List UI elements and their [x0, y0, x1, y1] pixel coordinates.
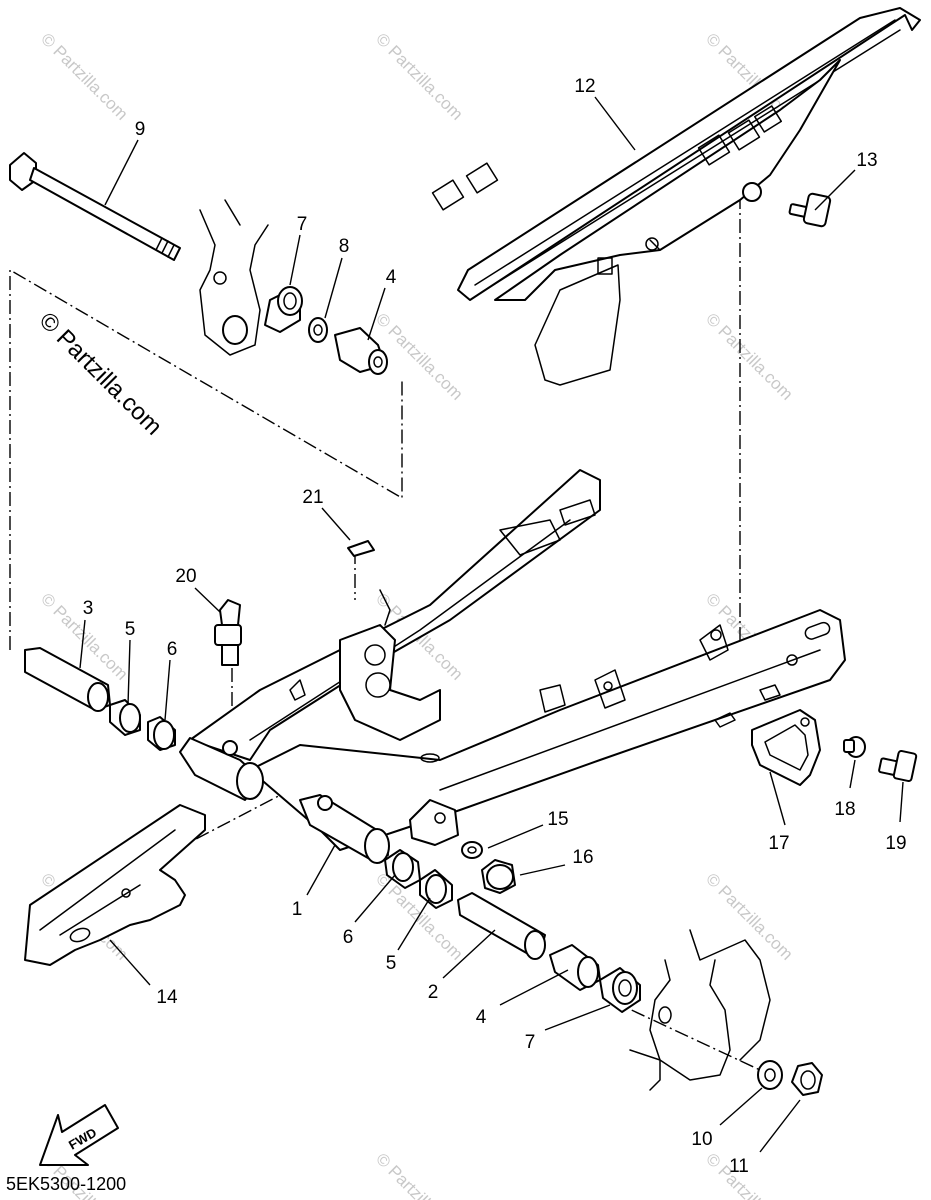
callout-5-left: 5 [125, 619, 136, 640]
collar-2 [457, 892, 546, 960]
bolt-19 [878, 749, 918, 783]
callout-6-left: 6 [167, 639, 178, 660]
callout-18: 18 [834, 799, 855, 820]
watermark-main: © Partzilla.com [34, 307, 167, 440]
callout-15: 15 [547, 809, 568, 830]
washer-18 [843, 736, 866, 758]
watermark: © Partzilla.com [37, 29, 131, 123]
bushing-5-lower [419, 869, 453, 909]
callouts: 9 7 8 4 12 13 21 20 3 5 6 1 6 5 2 4 7 14… [83, 76, 907, 1177]
watermark: © Partzilla.com [702, 309, 796, 403]
collar-4-lower [549, 944, 601, 991]
callout-8: 8 [339, 236, 350, 257]
pivot-shaft [9, 152, 181, 261]
watermark: © Partzilla.com [372, 1149, 466, 1200]
bolt-13 [788, 192, 832, 228]
callout-6-lower: 6 [343, 927, 354, 948]
washer-15 [461, 841, 483, 859]
watermark: © Partzilla.com [702, 1149, 796, 1200]
chain-case [431, 7, 921, 386]
callout-17: 17 [768, 833, 789, 854]
bushing-6-left [147, 716, 176, 751]
frame-bracket-bottom [629, 929, 771, 1091]
fwd-arrow-icon: FWD [39, 1104, 119, 1166]
callout-4-top: 4 [386, 267, 397, 288]
chain-guide-14 [24, 804, 206, 966]
callout-4-lower: 4 [476, 1007, 487, 1028]
bushing-7-top [264, 286, 303, 333]
callout-5-lower: 5 [386, 953, 397, 974]
callout-12: 12 [574, 76, 595, 97]
bushing-5-left [109, 699, 141, 736]
callout-9: 9 [135, 119, 146, 140]
leader-lines [79, 96, 904, 1153]
callout-10: 10 [691, 1129, 712, 1150]
watermark: © Partzilla.com [372, 29, 466, 123]
pivot-tube-left [179, 737, 264, 801]
alignment-lines [9, 195, 761, 1071]
swingarm [189, 469, 846, 851]
callout-2: 2 [428, 982, 439, 1003]
chain-case-vents [431, 105, 782, 211]
bolt-16 [481, 859, 516, 894]
callout-16: 16 [572, 847, 593, 868]
bushing-6-lower [384, 849, 421, 889]
collar-4-top [334, 327, 388, 375]
nut-11 [791, 1062, 823, 1096]
watermark: © Partzilla.com [702, 869, 796, 963]
diagram-code: 5EK5300-1200 [6, 1174, 126, 1194]
washer-8 [308, 317, 328, 343]
bushing-7-lower [599, 967, 641, 1013]
washer-10 [757, 1060, 783, 1090]
grease-nipple-20 [214, 599, 242, 666]
callout-11: 11 [729, 1156, 749, 1177]
label-21 [347, 540, 375, 557]
pivot-tube-1 [299, 794, 390, 864]
callout-7-top: 7 [297, 214, 308, 235]
callout-13: 13 [856, 150, 877, 171]
callout-20: 20 [175, 566, 196, 587]
callout-1: 1 [292, 899, 303, 920]
chain-guide-17 [751, 709, 821, 786]
frame-bracket-top [199, 199, 269, 356]
callout-7-lower: 7 [525, 1032, 536, 1053]
callout-21: 21 [302, 487, 323, 508]
callout-3: 3 [83, 598, 94, 619]
callout-19: 19 [885, 833, 906, 854]
callout-14: 14 [156, 987, 178, 1008]
